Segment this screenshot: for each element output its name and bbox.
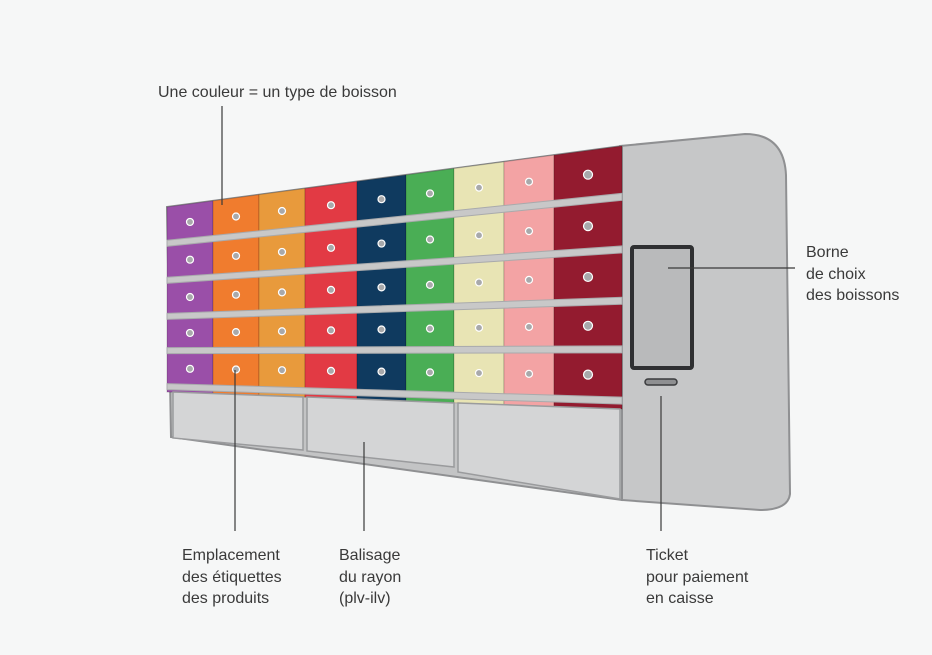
label-color-legend: Une couleur = un type de boisson [158,84,397,101]
product-tag-dot [377,239,386,248]
ticket-slot [644,378,678,386]
shelf-rail [166,245,623,284]
product-tag-dot [231,328,241,337]
product-tag-dot [524,322,534,331]
product-tag-dot [582,169,594,180]
product-tag-dot [326,201,336,210]
drink-columns [166,145,623,410]
product-tag-dot [326,366,336,375]
product-tag-dot [277,366,287,375]
product-tag-dot [231,290,241,299]
product-tag-dot [582,271,594,283]
product-tag-dot [185,364,195,373]
shelf-rail [166,296,623,320]
product-tag-dot [185,292,195,302]
product-tag-dot [474,323,484,332]
shelf-rails [166,192,623,405]
product-tag-dot [474,231,484,240]
product-tag-dot [231,251,241,260]
product-tag-dot [524,177,534,186]
product-tag-dot [185,328,195,338]
signage-panel [172,391,304,451]
product-tag-dot [326,326,336,335]
product-tag-dot [425,235,435,244]
product-tag-dot [231,365,241,374]
product-tag-dot [277,288,287,297]
signage-panel [457,402,621,500]
product-tag-dot [474,278,484,287]
product-tag-dot [524,369,534,378]
product-tag-dot [425,280,435,290]
shelf-rail [166,383,623,405]
product-tag-dot [425,324,435,333]
signage-panel [306,396,455,468]
product-tag-dot [377,195,386,204]
product-tag-dot [474,368,484,378]
product-tag-dot [377,325,386,334]
product-tag-dot [277,206,287,216]
shelf-rail [166,192,623,247]
label-product-tags: Emplacement des étiquettes des produits [182,547,282,607]
product-tag-dot [582,320,594,331]
product-tag-dot [582,369,594,380]
label-kiosk: Borne de choix des boissons [806,244,900,304]
product-tag-dot [277,327,287,336]
product-tag-dot [277,247,287,257]
product-tag-dot [377,367,386,376]
kiosk-screen [630,245,694,370]
label-ticket: Ticket pour paiement en caisse [646,547,749,607]
product-tag-dot [425,189,435,198]
product-tag-dot [185,255,195,264]
signage-panels [172,391,621,500]
label-shelf-signage: Balisage du rayon (plv-ilv) [339,547,402,607]
product-tag-dot [326,285,336,295]
product-tag-dot [474,183,484,192]
product-tag-dot [185,217,195,227]
product-tag-dot [326,243,336,252]
kiosk-cabinet [618,132,792,512]
product-tag-dot [231,212,241,221]
product-tag-dot [524,275,534,285]
product-tag-dot [425,368,435,377]
shelf-rail [166,345,623,355]
product-tag-dot [582,221,594,232]
product-tag-dot [377,283,386,292]
product-tag-dot [524,227,534,236]
